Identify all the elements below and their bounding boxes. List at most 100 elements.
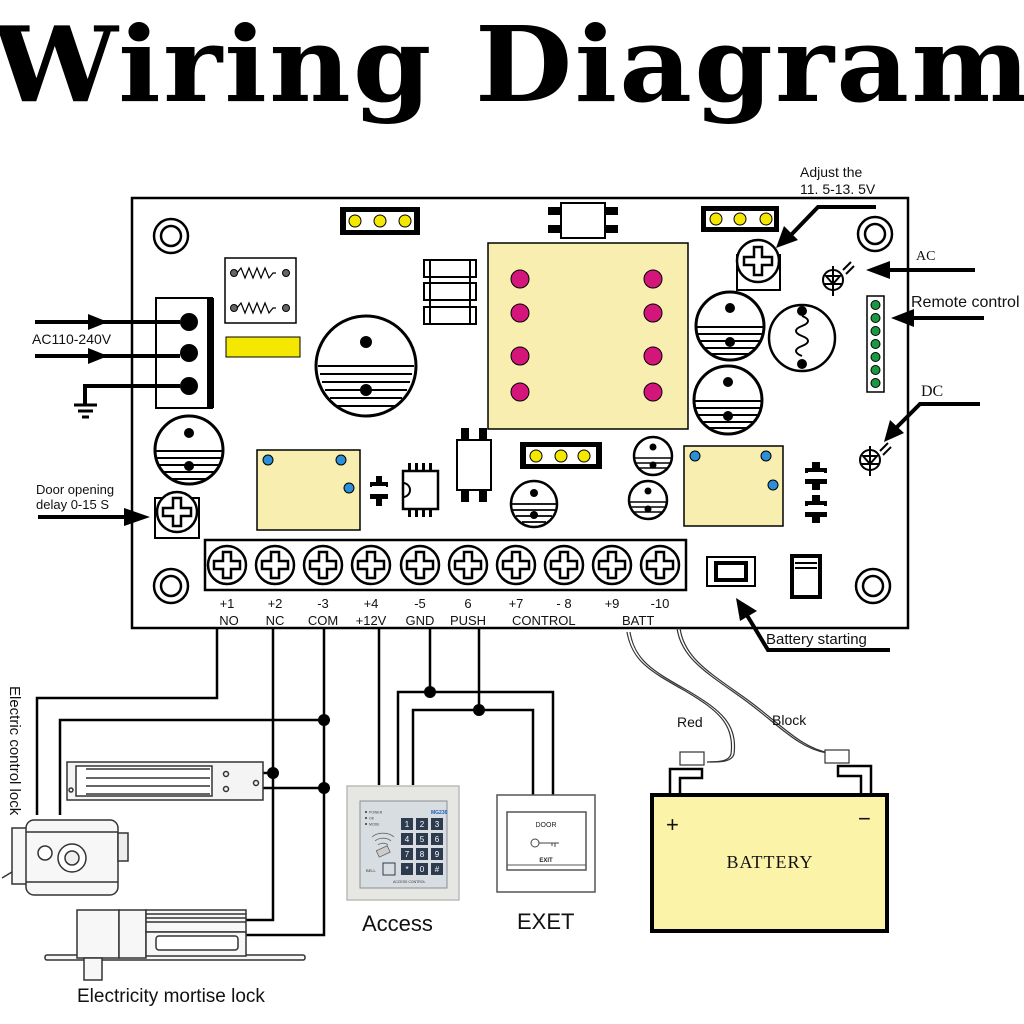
keypad-key-label: # [435, 865, 440, 874]
keypad-led [365, 823, 367, 825]
battery-wires [626, 627, 831, 763]
keypad-led-label: OK [369, 817, 375, 821]
terminal-screw[interactable] [206, 544, 248, 586]
keypad-key [431, 848, 443, 860]
transformer [224, 257, 297, 324]
pin-header [340, 207, 420, 235]
keypad-key [416, 863, 428, 875]
keypad-key [416, 833, 428, 845]
terminal-name: GND [406, 613, 435, 628]
capacitor [153, 414, 225, 486]
capacitor [627, 479, 669, 521]
mounting-hole [856, 215, 894, 253]
mounting-hole [152, 217, 190, 255]
transistor [370, 476, 388, 506]
main-relay [487, 242, 689, 430]
keypad-footer: ACCESS CONTROL [393, 880, 426, 884]
terminal-name: +12V [356, 613, 387, 628]
terminal-number: +9 [605, 596, 620, 611]
yellow-component [225, 336, 301, 358]
battery-starting-button[interactable] [706, 556, 756, 587]
terminal-screw[interactable] [254, 544, 296, 586]
mortise-lock-label: Electricity mortise lock [77, 986, 265, 1007]
keypad-key [431, 818, 443, 830]
battery-minus: − [858, 806, 871, 831]
red-wire-label: Red [677, 714, 703, 730]
arrow-icon [124, 508, 150, 526]
terminal-screw[interactable] [639, 544, 681, 586]
battery-plus: + [666, 812, 679, 837]
terminal-screw[interactable] [350, 544, 392, 586]
dc-led-icon [859, 442, 892, 476]
power-switch[interactable] [790, 554, 822, 599]
arrow-icon [884, 420, 904, 442]
terminal-number: 6 [464, 596, 471, 611]
pin-header [701, 206, 779, 232]
remote-control-label: Remote control [911, 294, 1020, 311]
door-delay-label-2: delay 0-15 S [36, 497, 109, 512]
small-relay [683, 445, 784, 527]
keypad-key-label: 1 [405, 820, 410, 829]
terminal-screw[interactable] [591, 544, 633, 586]
door-delay-label-1: Door opening [36, 482, 114, 497]
terminal-name: PUSH [450, 613, 486, 628]
arrow-icon [88, 314, 108, 330]
arrow-icon [88, 348, 108, 364]
keypad-key-label: 4 [405, 835, 410, 844]
bell-icon [382, 862, 396, 876]
terminal-screw[interactable] [447, 544, 489, 586]
keypad-key-label: 9 [435, 850, 440, 859]
adjust-arrow-line [788, 205, 876, 238]
keypad-led [365, 817, 367, 819]
voltage-adjust-potentiometer[interactable] [735, 238, 781, 291]
terminal-screw[interactable] [495, 544, 537, 586]
keypad-model: MG236 [431, 810, 448, 816]
ic-chip [401, 463, 440, 517]
door-delay-potentiometer[interactable] [154, 490, 200, 539]
small-relay [256, 449, 361, 531]
terminal-screw[interactable] [543, 544, 585, 586]
battery-starting-arrow-line [743, 610, 890, 652]
keypad-key-label: 2 [420, 820, 425, 829]
keypad-key [401, 848, 413, 860]
exit-button-top-text: DOOR [536, 822, 557, 829]
mounting-hole [854, 567, 892, 605]
mounting-hole [152, 567, 190, 605]
terminal-number: - 8 [556, 596, 571, 611]
arrow-icon [891, 309, 914, 327]
black-wire-label: Block [772, 712, 807, 728]
terminal-screw[interactable] [399, 544, 441, 586]
exit-button: DOOR EXIT [496, 794, 596, 893]
magnetic-lock [66, 761, 264, 801]
terminal-name: NO [219, 613, 239, 628]
dc-arrow-line [894, 402, 980, 430]
keypad-key [431, 833, 443, 845]
optocoupler [548, 202, 618, 239]
keypad-key-label: 5 [420, 835, 425, 844]
terminal-screw[interactable] [302, 544, 344, 586]
keypad-key [431, 863, 443, 875]
electric-control-lock [1, 819, 129, 896]
pin-header [520, 442, 602, 469]
wire-junctions [267, 686, 485, 794]
keypad-led-label: MODE [369, 823, 380, 827]
capacitor [692, 364, 764, 436]
large-capacitor [314, 314, 418, 418]
arrow-icon [776, 226, 798, 248]
terminal-number: +4 [364, 596, 379, 611]
control-group-label: CONTROL [512, 613, 576, 628]
keypad-key [416, 848, 428, 860]
ground-wire [83, 384, 180, 405]
keypad-led-label: POWER [369, 811, 383, 815]
dc-label: DC [921, 383, 943, 400]
electric-control-lock-label: Electric control lock [6, 686, 23, 816]
thermistor [767, 303, 837, 373]
resistor-array [423, 259, 477, 325]
ground-icon [74, 403, 97, 419]
access-label: Access [362, 911, 433, 936]
keypad-key-label: 6 [435, 835, 440, 844]
batt-group-label: BATT [622, 613, 654, 628]
remote-control-connector [866, 295, 885, 393]
